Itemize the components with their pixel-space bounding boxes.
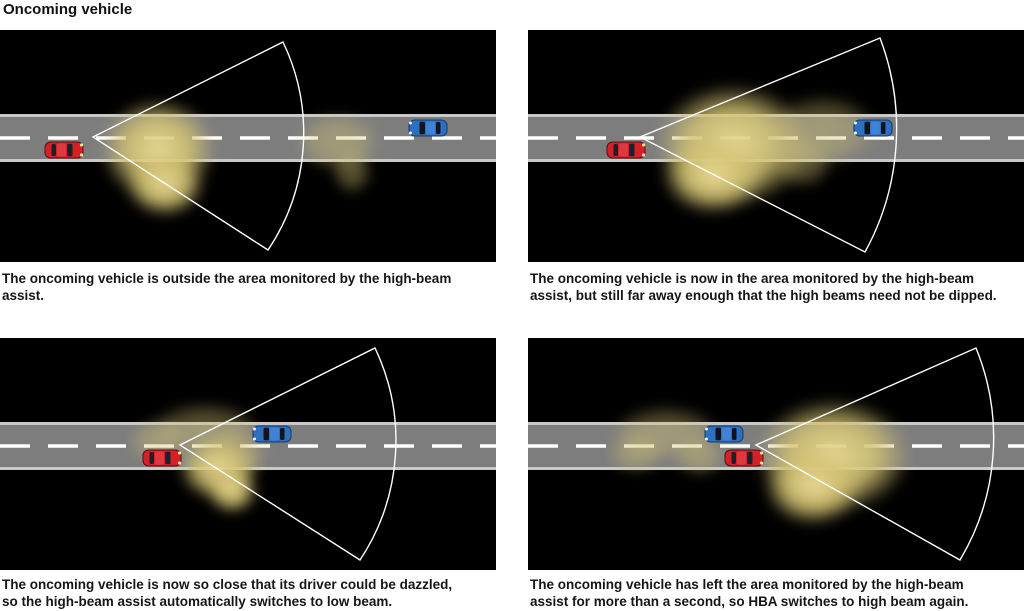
high-beam-glow (100, 98, 216, 217)
oncoming-beam-glow (768, 94, 878, 188)
blue-car (408, 119, 448, 137)
panel-4-illustration (528, 338, 1024, 570)
blue-car (252, 425, 292, 443)
panel-2-illustration (528, 30, 1024, 262)
monitored-area-cone (178, 347, 397, 561)
red-car (606, 141, 646, 159)
monitored-area-cone (638, 37, 898, 253)
panel-2-caption: The oncoming vehicle is now in the area … (530, 271, 997, 303)
oncoming-beam-glow (296, 112, 380, 194)
low-beam-glow (178, 435, 258, 514)
monitored-area-cone (91, 41, 305, 251)
panel-1-caption: The oncoming vehicle is outside the area… (2, 271, 452, 303)
oncoming-beam-glow (608, 405, 726, 476)
panel-4-caption: The oncoming vehicle has left the area m… (530, 577, 969, 609)
red-car (44, 141, 84, 159)
red-car (142, 449, 182, 467)
blue-car (853, 119, 893, 137)
page-title: Oncoming vehicle (3, 1, 133, 18)
red-car (724, 449, 764, 467)
panel-1-illustration (0, 30, 496, 262)
high-beam-glow (755, 398, 911, 526)
panel-3-illustration (0, 338, 496, 570)
blue-car (704, 425, 744, 443)
panel-3-caption: The oncoming vehicle is now so close tha… (2, 577, 453, 609)
monitored-area-cone (754, 347, 995, 561)
